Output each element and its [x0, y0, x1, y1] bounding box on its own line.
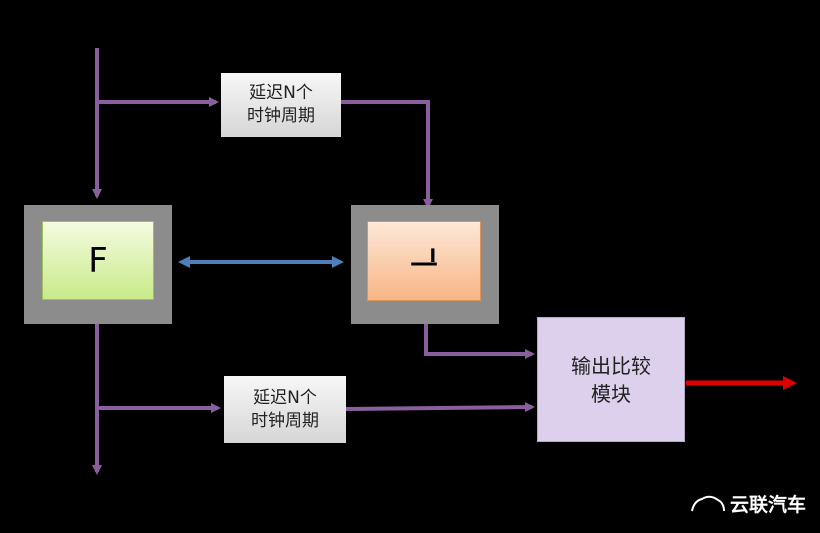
compare-line1: 输出比较 [571, 353, 651, 378]
block-f: F [42, 221, 154, 300]
l-to-compare [424, 322, 535, 359]
compare-line2: 模块 [591, 381, 631, 406]
block-f-frame: F [24, 205, 172, 324]
delay-top-to-l [341, 100, 433, 209]
block-l: ᆜ [367, 221, 481, 301]
delay-bottom-line2: 时钟周期 [251, 410, 319, 431]
delay-top-line2: 时钟周期 [247, 106, 315, 126]
block-l-frame: ᆜ [351, 205, 499, 324]
delay-top-line1: 延迟N个 [249, 83, 313, 103]
block-f-label: F [88, 240, 108, 281]
output-compare-module: 输出比较 模块 [537, 317, 685, 442]
delay-bottom-line1: 延迟N个 [253, 387, 317, 408]
block-l-label: ᆜ [410, 247, 438, 282]
watermark-text: 云联汽车 [729, 494, 806, 516]
delay-block-top: 延迟N个 时钟周期 [221, 73, 341, 137]
delay-block-bottom: 延迟N个 时钟周期 [224, 376, 346, 443]
delay-bottom-to-compare [345, 402, 535, 413]
watermark: 云联汽车 [690, 490, 806, 517]
car-logo-icon [691, 495, 725, 511]
